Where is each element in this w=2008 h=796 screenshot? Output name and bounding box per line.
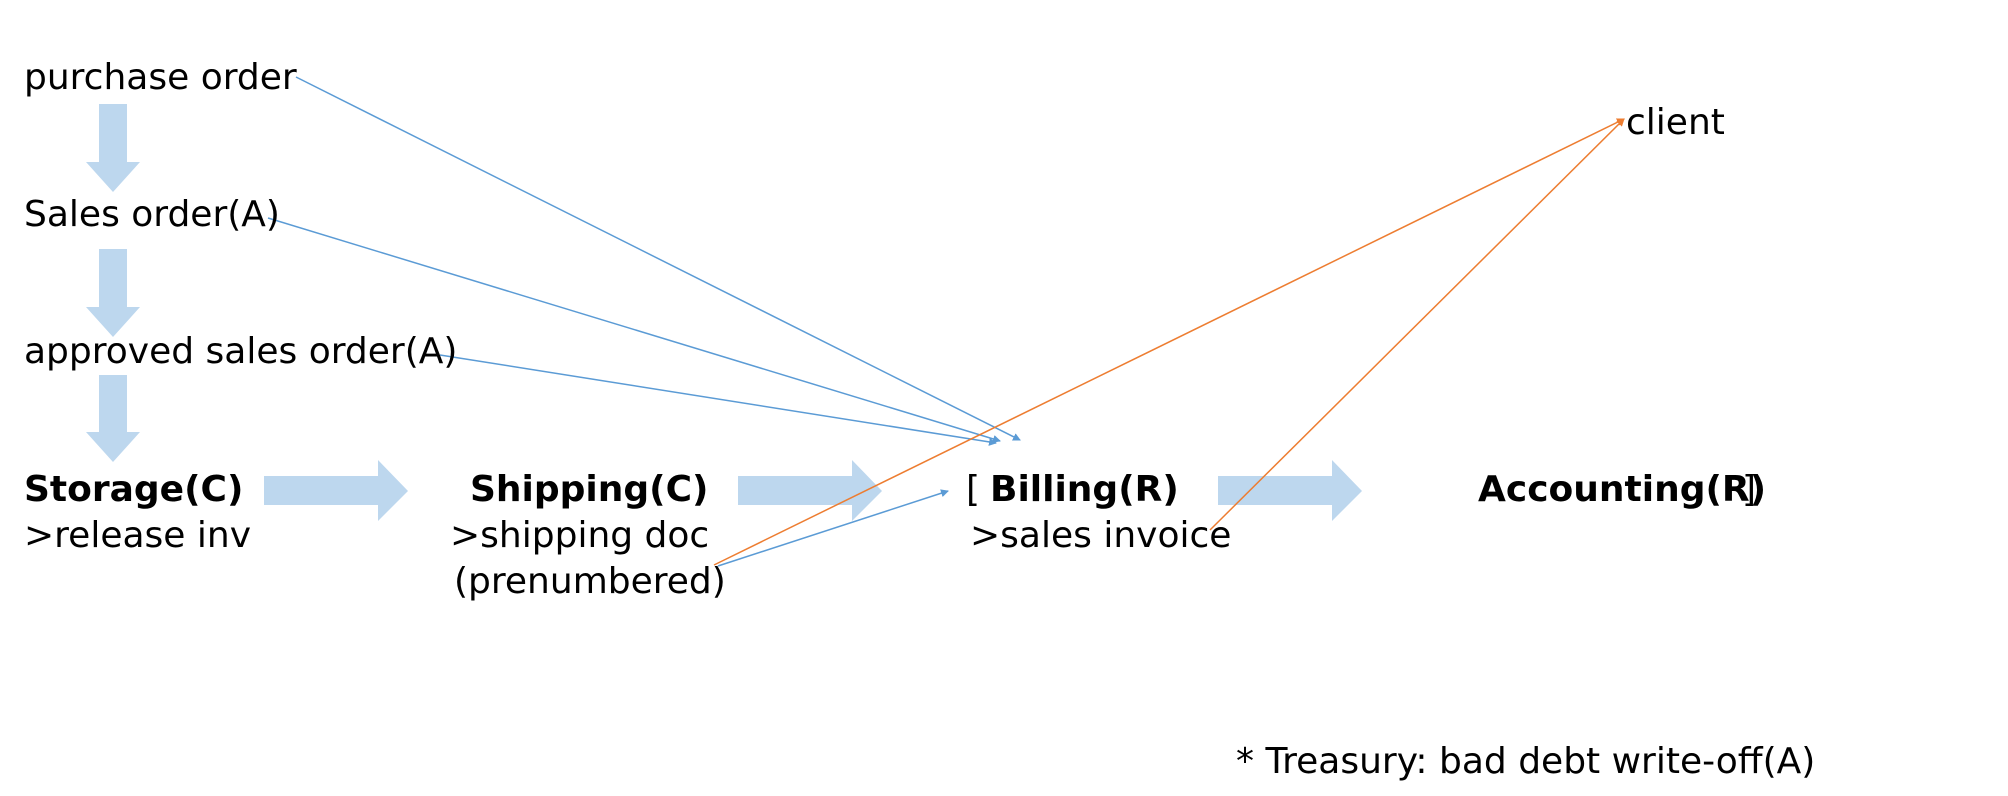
client-label: client xyxy=(1626,102,1725,143)
shipping-label: Shipping(C) xyxy=(470,469,709,510)
treasury-footnote: * Treasury: bad debt write-off(A) xyxy=(1236,741,1816,782)
storage-label: Storage(C) xyxy=(24,469,244,510)
right-arrow-billing-to-accounting xyxy=(1218,460,1362,521)
accounting-label: Accounting(R) xyxy=(1478,469,1767,510)
sales-invoice-label: >sales invoice xyxy=(970,515,1232,556)
down-arrow-so-to-approved xyxy=(86,249,140,337)
release-inv-label: >release inv xyxy=(24,515,252,556)
link-purchase-order-to-billing xyxy=(295,76,1021,441)
shipping-doc-label: >shipping doc xyxy=(450,515,710,556)
approved-sales-order-label: approved sales order(A) xyxy=(24,331,458,372)
right-arrow-storage-to-shipping xyxy=(264,460,408,521)
sales-order-label: Sales order(A) xyxy=(24,194,280,235)
billing-label: Billing(R) xyxy=(990,469,1179,510)
link-approved-sales-order-to-billing xyxy=(439,354,997,446)
link-shipping-doc-to-client xyxy=(713,118,1625,566)
bracket-close: ] xyxy=(1742,469,1757,510)
down-arrow-po-to-so xyxy=(86,104,140,192)
link-sales-order-to-billing xyxy=(267,217,1001,443)
down-arrow-approved-to-storage xyxy=(86,375,140,462)
prenumbered-label: (prenumbered) xyxy=(454,561,726,602)
bracket-open: [ xyxy=(966,469,981,510)
link-shipping-doc-to-billing xyxy=(717,489,949,567)
right-arrow-shipping-to-billing xyxy=(738,460,882,521)
link-sales-invoice-to-client xyxy=(1209,118,1625,531)
purchase-order-label: purchase order xyxy=(24,57,297,98)
